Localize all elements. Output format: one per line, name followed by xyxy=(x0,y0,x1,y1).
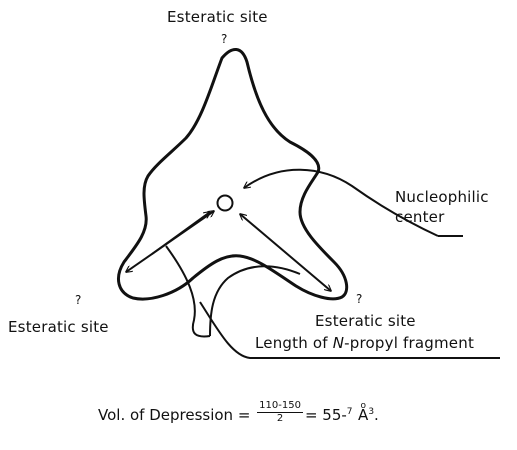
arrow-upper-left xyxy=(152,212,210,254)
n-propyl-label-prefix: Length of xyxy=(255,334,333,352)
nucleophilic-center-label-2: center xyxy=(395,210,444,225)
formula-numerator: 110-150 xyxy=(257,401,303,413)
formula-superscript: 7 xyxy=(347,407,353,417)
formula-denominator: 2 xyxy=(257,413,303,424)
nucleophilic-center-label-1: Nucleophilic xyxy=(395,190,489,205)
formula-unit-exponent: 3 xyxy=(368,407,374,417)
formula-prefix: Vol. of Depression = xyxy=(98,406,255,424)
nucleophilic-center-circle xyxy=(218,196,233,211)
n-propyl-fragment-label: Length of N-propyl fragment xyxy=(255,336,474,351)
formula-period: . xyxy=(374,406,379,424)
esteratic-site-left-label: Esteratic site xyxy=(8,320,109,335)
question-mark-left: ? xyxy=(75,294,81,306)
formula-unit-ring: o xyxy=(361,402,367,411)
formula-equals: = 55- xyxy=(305,406,347,424)
esteratic-site-top-label: Esteratic site xyxy=(167,10,268,25)
esteratic-site-right-label: Esteratic site xyxy=(315,314,416,329)
n-propyl-label-suffix: -propyl fragment xyxy=(344,334,474,352)
propyl-fragment-pointer xyxy=(210,266,300,336)
cavity-outline xyxy=(118,49,346,299)
n-propyl-label-italic: N xyxy=(333,334,344,352)
question-mark-right: ? xyxy=(356,293,362,305)
question-mark-top: ? xyxy=(221,33,227,45)
